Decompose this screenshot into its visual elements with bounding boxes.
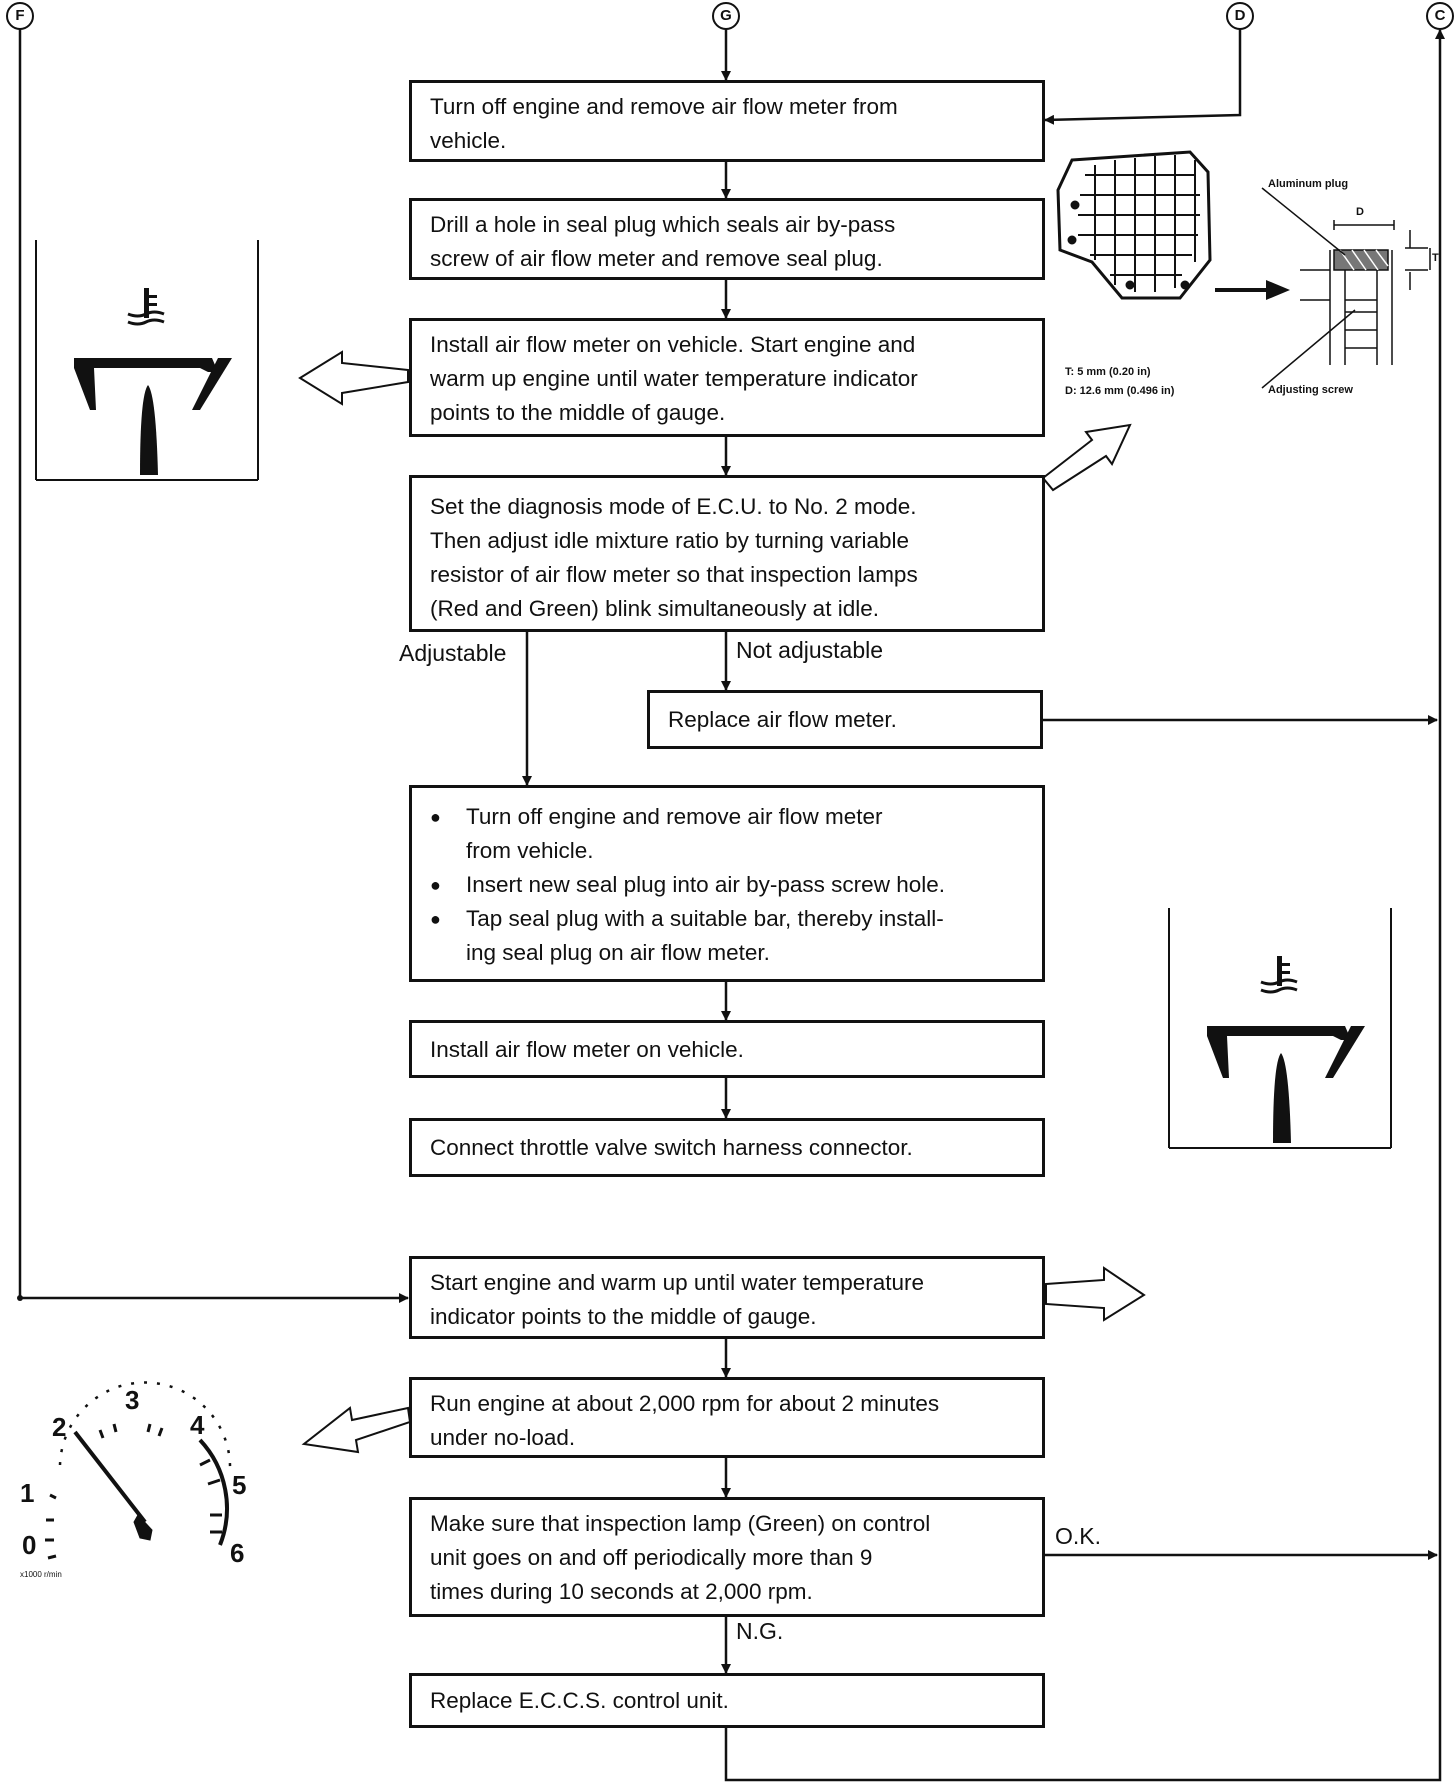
step-install-new-seal-plug: Turn off engine and remove air flow mete… <box>409 785 1045 982</box>
step-replace-air-flow-meter: Replace air flow meter. <box>647 690 1043 749</box>
tach-unit: x1000 r/min <box>20 1570 62 1579</box>
step-install-and-warm-up: Install air flow meter on vehicle. Start… <box>409 318 1045 437</box>
temperature-gauge-icon <box>35 240 259 481</box>
connector-c: C <box>1426 2 1454 30</box>
connector-g: G <box>712 2 740 30</box>
label-adjustable: Adjustable <box>399 640 507 666</box>
step-remove-air-flow-meter: Turn off engine and remove air flow mete… <box>409 80 1045 162</box>
label-adjusting-screw: Adjusting screw <box>1268 384 1353 396</box>
tachometer-icon <box>45 1381 232 1560</box>
label-aluminum-plug: Aluminum plug <box>1268 178 1349 190</box>
tach-scale-5: 5 <box>232 1470 247 1500</box>
tach-scale-3: 3 <box>125 1385 140 1415</box>
step-run-2000-rpm: Run engine at about 2,000 rpm for about … <box>409 1377 1045 1458</box>
label-ng: N.G. <box>736 1618 784 1644</box>
step-replace-eccs-unit: Replace E.C.C.S. control unit. <box>409 1673 1045 1728</box>
seal-plug-section <box>1261 187 1431 389</box>
hollow-arrows <box>298 350 1146 1454</box>
tach-scale-0: 0 <box>22 1530 37 1560</box>
tach-scale-4: 4 <box>190 1410 205 1440</box>
spec-t: T: 5 mm (0.20 in) <box>1065 366 1151 378</box>
step-drill-seal-plug: Drill a hole in seal plug which seals ai… <box>409 198 1045 280</box>
spec-d: D: 12.6 mm (0.496 in) <box>1065 385 1175 397</box>
step-reinstall-air-flow-meter: Install air flow meter on vehicle. <box>409 1020 1045 1078</box>
step-start-and-warm-up: Start engine and warm up until water tem… <box>409 1256 1045 1339</box>
step-adjust-idle-mixture: Set the diagnosis mode of E.C.U. to No. … <box>409 475 1045 632</box>
temperature-gauge-icon <box>1168 908 1392 1149</box>
connector-d: D <box>1226 2 1254 30</box>
label-not-adjustable: Not adjustable <box>736 637 884 663</box>
label-dim-d: D <box>1356 206 1364 218</box>
label-ok: O.K. <box>1055 1523 1102 1549</box>
step-connect-throttle-switch: Connect throttle valve switch harness co… <box>409 1118 1045 1177</box>
label-dim-t: T <box>1432 252 1439 264</box>
tach-scale-1: 1 <box>20 1478 35 1508</box>
tach-scale-6: 6 <box>230 1538 245 1568</box>
step-check-green-lamp: Make sure that inspection lamp (Green) o… <box>409 1497 1045 1617</box>
connector-f: F <box>6 2 34 30</box>
air-flow-meter-illustration <box>1056 150 1290 300</box>
tach-scale-2: 2 <box>52 1412 67 1442</box>
